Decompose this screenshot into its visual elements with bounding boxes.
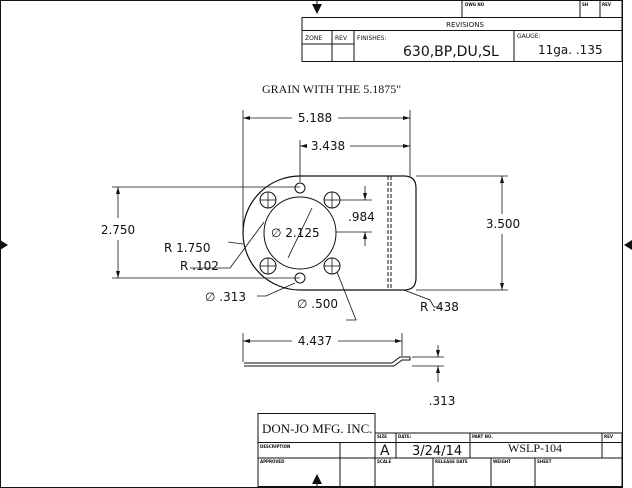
left-center-arrow-icon bbox=[0, 240, 8, 250]
small-hole bbox=[294, 182, 306, 194]
grain-note: GRAIN WITH THE 5.1875" bbox=[262, 82, 401, 96]
right-center-arrow-icon bbox=[624, 240, 632, 250]
title-rev-label: REV bbox=[604, 434, 614, 439]
gauge-label: GAUGE: bbox=[517, 33, 541, 40]
zone-label: ZONE bbox=[305, 35, 322, 42]
dim-corner-radius: R .438 bbox=[420, 300, 459, 314]
date-value: 3/24/14 bbox=[412, 444, 462, 459]
size-value: A bbox=[380, 443, 390, 459]
center-marks bbox=[0, 4, 632, 484]
rev-label: REV bbox=[602, 2, 612, 7]
release-date-label: RELEASE DATE bbox=[435, 459, 468, 464]
size-label: SIZE bbox=[377, 434, 387, 439]
title-block bbox=[257, 413, 623, 487]
weight-label: WEIGHT bbox=[493, 459, 511, 464]
dim-hole-spacing: 2.750 bbox=[101, 223, 135, 237]
dim-large-hole: ∅ .500 bbox=[297, 297, 338, 311]
dim-big-radius: R 1.750 bbox=[164, 241, 211, 255]
rev-column-label: REV bbox=[335, 35, 348, 42]
dim-notch-radius: R .102 bbox=[180, 259, 219, 273]
part-top-view bbox=[242, 175, 417, 291]
dim-overall-width: 5.188 bbox=[298, 111, 332, 125]
date-label: DATE: bbox=[398, 434, 412, 439]
part-no-label: PART NO. bbox=[472, 434, 493, 439]
dim-side-length: 4.437 bbox=[298, 334, 332, 348]
approved-label: APPROVED bbox=[260, 459, 285, 464]
dimension-arrows bbox=[116, 116, 504, 373]
dim-slot-spacing: .984 bbox=[348, 210, 375, 224]
dim-small-hole: ∅ .313 bbox=[205, 290, 246, 304]
scale-label: SCALE bbox=[377, 459, 391, 464]
sheet-label: SHEET bbox=[537, 459, 552, 464]
finishes-value: 630,BP,DU,SL bbox=[403, 44, 499, 60]
revision-block bbox=[301, 0, 623, 62]
dim-offset: .313 bbox=[429, 394, 456, 408]
gauge-value: 11ga. .135 bbox=[538, 43, 603, 57]
top-center-arrow-icon bbox=[312, 4, 322, 14]
dwg-no-label: DWG NO bbox=[465, 2, 485, 7]
description-label: DESCRIPTION bbox=[260, 444, 290, 449]
company-name: DON-JO MFG. INC. bbox=[262, 421, 373, 436]
dim-center-hole: ∅ 2.125 bbox=[271, 226, 320, 240]
sh-label: SH bbox=[582, 2, 588, 7]
finishes-label: FINISHES: bbox=[357, 35, 386, 42]
center-hole bbox=[263, 196, 337, 270]
dimension-lines bbox=[112, 110, 508, 382]
dim-flat-width: 3.438 bbox=[311, 139, 345, 153]
part-no-value: WSLP-104 bbox=[508, 441, 562, 455]
dim-height: 3.500 bbox=[486, 217, 520, 231]
revisions-title: REVISIONS bbox=[446, 21, 484, 29]
